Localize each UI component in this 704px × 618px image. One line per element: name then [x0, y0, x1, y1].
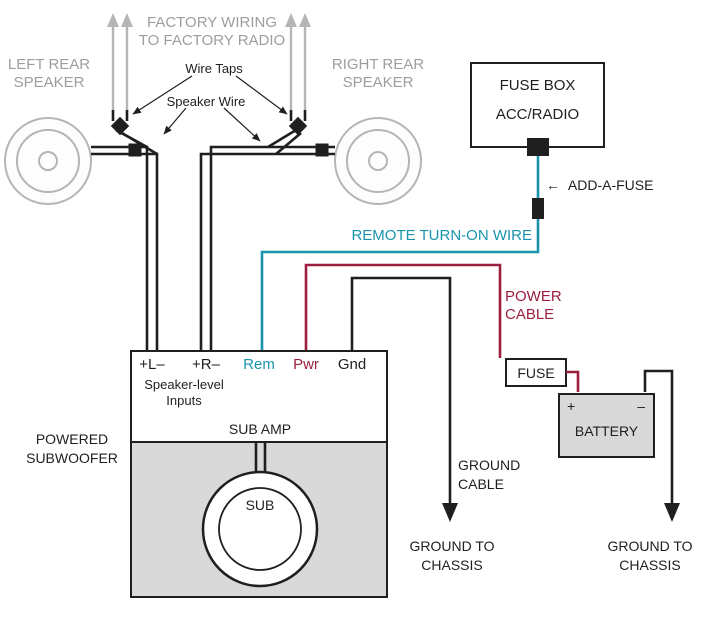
fuse-box-title: FUSE BOX — [499, 77, 576, 94]
battery-minus-terminal: – — [637, 398, 645, 414]
battery-plus-terminal: + — [567, 398, 576, 414]
right-speaker-wires — [199, 110, 335, 350]
left-arrow-icon: ← — [546, 177, 560, 193]
fuse-box-slot-label: ACC/RADIO — [495, 106, 580, 123]
subwoofer-enclosure — [130, 441, 388, 598]
right-speaker-connector — [315, 143, 329, 157]
speaker-wire-arrow-right — [223, 107, 261, 142]
right-rear-speaker-label: RIGHT REAR SPEAKER — [331, 56, 425, 91]
battery-label: BATTERY — [574, 423, 639, 439]
amp-terminal-remote: Rem — [243, 356, 275, 373]
amp-terminal-right-input: +R– — [192, 356, 220, 373]
ground-arrow-left — [442, 503, 458, 522]
power-cable-label: POWER CABLE — [505, 288, 562, 323]
powered-subwoofer-label: POWERED SUBWOOFER — [26, 431, 118, 466]
remote-turn-on-label: REMOTE TURN-ON WIRE — [351, 227, 532, 244]
speaker-level-inputs-label: Speaker-level Inputs — [144, 377, 224, 408]
left-speaker-wires — [91, 110, 159, 350]
wire-tap-left — [110, 116, 130, 136]
wire-taps-label: Wire Taps — [185, 61, 243, 76]
add-a-fuse-label: ← ADD-A-FUSE — [546, 177, 654, 193]
left-rear-speaker-drawing — [4, 117, 92, 205]
fuse-label: FUSE — [517, 364, 555, 381]
amp-terminal-left-input: +L– — [139, 356, 165, 373]
wire-tap-right — [288, 116, 308, 136]
sub-label: SUB — [245, 497, 275, 513]
ground-cable-label: GROUND CABLE — [458, 457, 521, 492]
right-rear-speaker-drawing — [334, 117, 422, 205]
speaker-wire-arrow-left — [163, 107, 187, 135]
fuse-box: FUSE BOX ACC/RADIO — [470, 62, 605, 148]
add-a-fuse-holder — [532, 198, 544, 219]
ground-arrow-right — [664, 503, 680, 522]
left-speaker-connector — [128, 143, 142, 157]
sub-amp-label: SUB AMP — [228, 421, 292, 437]
ground-to-chassis-left-label: GROUND TO CHASSIS — [409, 538, 495, 573]
ground-to-chassis-right-label: GROUND TO CHASSIS — [607, 538, 693, 573]
inline-fuse-box: FUSE — [505, 358, 567, 387]
sub-amp-box — [130, 350, 388, 443]
battery-box: + – BATTERY — [558, 393, 655, 458]
amp-terminal-ground: Gnd — [337, 356, 367, 373]
amp-terminal-power: Pwr — [293, 356, 319, 373]
speaker-wire-label: Speaker Wire — [166, 94, 246, 109]
left-rear-speaker-label: LEFT REAR SPEAKER — [7, 56, 91, 91]
factory-wiring-label: FACTORY WIRING TO FACTORY RADIO — [138, 14, 286, 49]
